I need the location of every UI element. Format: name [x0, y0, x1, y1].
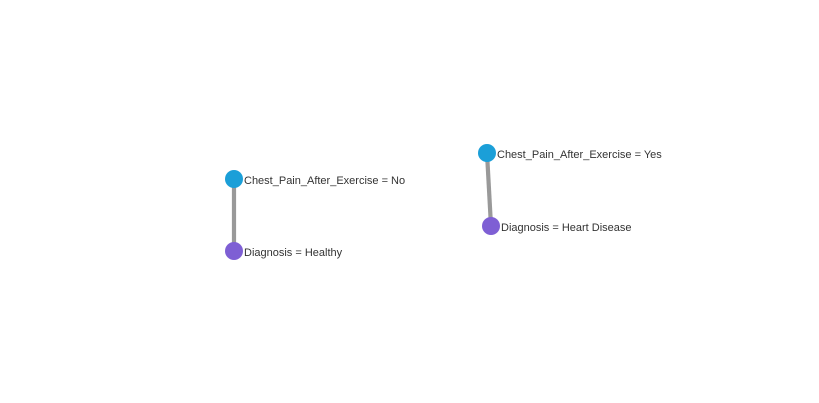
edge-layer [231, 152, 494, 251]
graph-node-diag-healthy[interactable] [225, 242, 243, 260]
node-label-diag-healthy: Diagnosis = Healthy [244, 247, 343, 259]
node-layer [225, 144, 500, 260]
node-label-cpae-yes: Chest_Pain_After_Exercise = Yes [497, 149, 662, 161]
graph-node-diag-heart-disease[interactable] [482, 217, 500, 235]
graph-node-cpae-no[interactable] [225, 170, 243, 188]
label-layer: Chest_Pain_After_Exercise = No Diagnosis … [244, 149, 662, 259]
graph-edge [484, 152, 494, 227]
node-label-cpae-no: Chest_Pain_After_Exercise = No [244, 175, 405, 187]
node-label-diag-heart-disease: Diagnosis = Heart Disease [501, 222, 632, 234]
graph-node-cpae-yes[interactable] [478, 144, 496, 162]
